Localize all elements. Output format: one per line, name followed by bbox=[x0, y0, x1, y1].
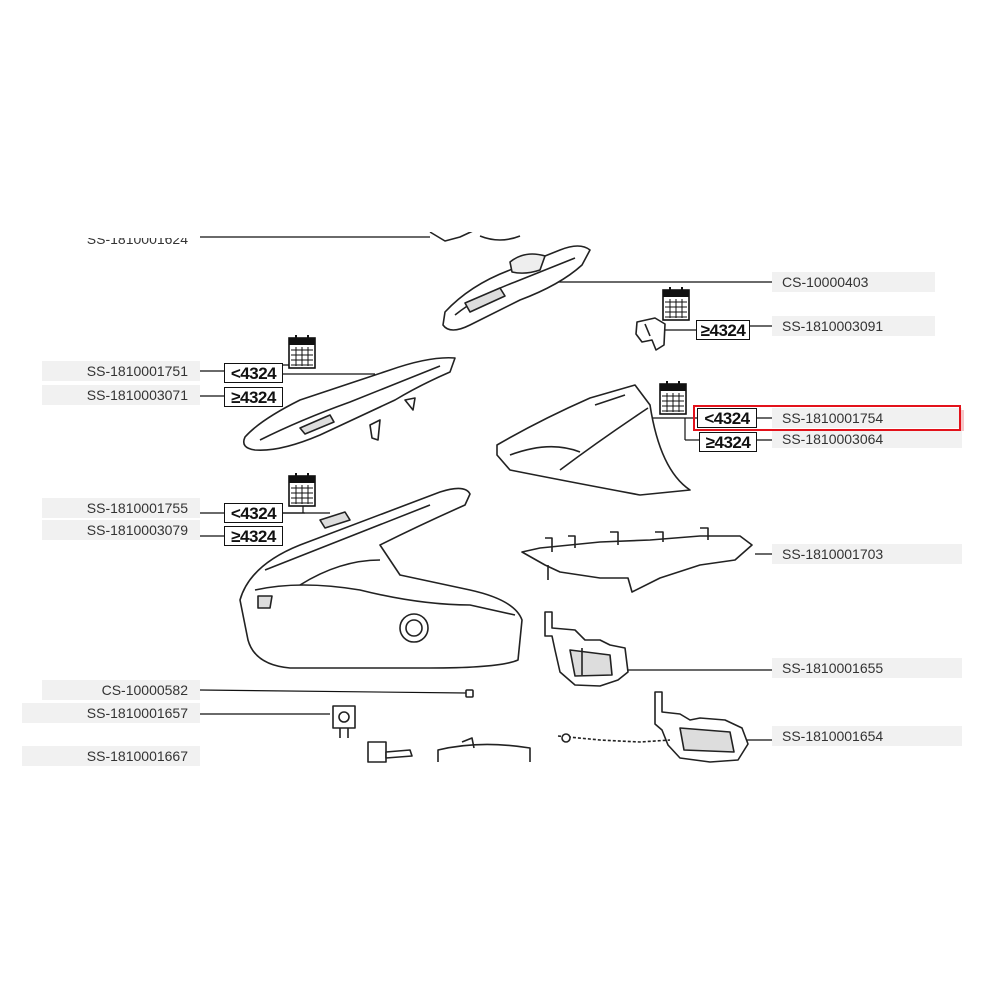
range-box-after: ≥4324 bbox=[224, 526, 283, 546]
range-box-before: <4324 bbox=[224, 363, 283, 383]
range-box-after: ≥4324 bbox=[696, 320, 750, 340]
part-label-ss-1810003064: SS-1810003064 bbox=[772, 430, 962, 448]
part-label-cs-10000403: CS-10000403 bbox=[772, 272, 935, 292]
range-box-before: <4324 bbox=[697, 408, 757, 428]
part-label-ss-1810001655: SS-1810001655 bbox=[772, 658, 962, 678]
range-box-after: ≥4324 bbox=[699, 432, 757, 452]
calendar-icon bbox=[288, 334, 316, 369]
latch-part bbox=[635, 317, 666, 351]
part-label-cs-10000582: CS-10000582 bbox=[42, 680, 200, 700]
part-label-top-cut: SS-1810001624 bbox=[22, 238, 200, 248]
calendar-icon bbox=[662, 286, 690, 321]
connector-part bbox=[332, 705, 356, 738]
part-label-ss-1810001654: SS-1810001654 bbox=[772, 726, 962, 746]
handle-top-part bbox=[442, 245, 591, 331]
part-label-ss-1810001755: SS-1810001755 bbox=[42, 498, 200, 518]
fuse-part bbox=[465, 689, 474, 698]
part-number-text: SS-1810001624 bbox=[86, 238, 188, 247]
highlight-tail bbox=[961, 410, 964, 431]
part-label-ss-1810003079: SS-1810003079 bbox=[42, 520, 200, 540]
calendar-icon bbox=[288, 472, 316, 507]
bottom-partial-parts bbox=[367, 737, 531, 763]
part-label-ss-1810001667: SS-1810001667 bbox=[22, 746, 200, 766]
top-partial-part bbox=[429, 229, 521, 242]
sensor-assembly-part bbox=[557, 691, 749, 763]
switch-assembly-part bbox=[544, 611, 629, 687]
inner-frame-part bbox=[521, 527, 753, 593]
part-label-ss-1810003071: SS-1810003071 bbox=[42, 385, 200, 405]
part-label-ss-1810001754: SS-1810001754 bbox=[772, 408, 962, 428]
handle-shell-part bbox=[242, 356, 456, 452]
part-label-ss-1810001657: SS-1810001657 bbox=[22, 703, 200, 723]
range-box-after: ≥4324 bbox=[224, 387, 283, 407]
part-label-ss-1810003091: SS-1810003091 bbox=[772, 316, 935, 336]
part-label-ss-1810001751: SS-1810001751 bbox=[42, 361, 200, 381]
base-station-part bbox=[239, 487, 523, 669]
part-label-ss-1810001703: SS-1810001703 bbox=[772, 544, 962, 564]
range-box-before: <4324 bbox=[224, 503, 283, 523]
cover-part bbox=[496, 384, 691, 496]
calendar-icon bbox=[659, 380, 687, 415]
highlighted-part-frame bbox=[693, 405, 961, 431]
